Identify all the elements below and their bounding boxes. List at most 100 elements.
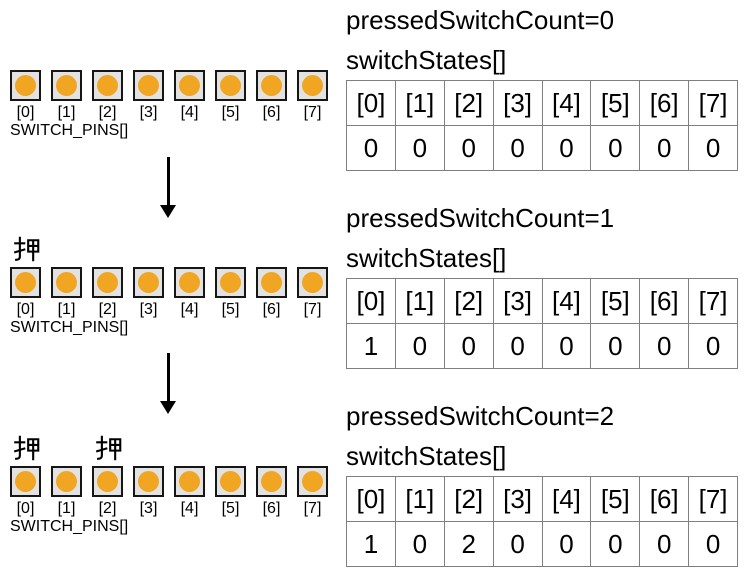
switch-led-icon bbox=[56, 272, 77, 293]
down-arrow-icon bbox=[153, 157, 183, 218]
switch-led-icon bbox=[179, 75, 200, 96]
switch-index-label: [1] bbox=[57, 301, 76, 318]
switch-button bbox=[215, 267, 246, 298]
table-value-cell: 0 bbox=[394, 521, 445, 567]
table-header-cell: [5] bbox=[590, 278, 641, 324]
switch-pins-label: SWITCH_PINS[] bbox=[10, 122, 129, 139]
pressed-switch-count-label: pressedSwitchCount=2 bbox=[346, 401, 615, 431]
table-value-cell: 1 bbox=[346, 521, 396, 567]
table-value-cell: 0 bbox=[688, 521, 738, 567]
switch-button bbox=[133, 267, 164, 298]
switch-button bbox=[174, 267, 205, 298]
switch-button bbox=[256, 70, 287, 101]
table-value-cell: 0 bbox=[541, 323, 592, 369]
table-value-cell: 0 bbox=[443, 125, 494, 171]
table-header-row: [0][1][2][3][4][5][6][7] bbox=[346, 278, 738, 324]
pressed-switch-count-label: pressedSwitchCount=0 bbox=[346, 5, 615, 35]
table-header-cell: [1] bbox=[394, 80, 445, 126]
state-panel-stage-2: pressedSwitchCount=1 switchStates[] [0][… bbox=[346, 204, 740, 369]
switch-button bbox=[92, 466, 123, 497]
switch-led-icon bbox=[97, 471, 118, 492]
switch-index-label: [6] bbox=[262, 301, 281, 318]
table-header-cell: [2] bbox=[443, 278, 494, 324]
press-row bbox=[10, 234, 340, 266]
switch-index-label: [5] bbox=[221, 301, 240, 318]
table-header-cell: [4] bbox=[541, 476, 592, 522]
switch-index-label: [5] bbox=[221, 104, 240, 121]
down-arrow-icon bbox=[153, 353, 183, 414]
table-value-cell: 0 bbox=[443, 323, 494, 369]
switch-led-icon bbox=[220, 75, 241, 96]
table-value-cell: 0 bbox=[590, 521, 641, 567]
table-value-cell: 0 bbox=[346, 125, 396, 171]
table-header-row: [0][1][2][3][4][5][6][7] bbox=[346, 476, 738, 522]
switch-led-icon bbox=[302, 471, 323, 492]
table-value-cell: 0 bbox=[688, 323, 738, 369]
table-header-cell: [7] bbox=[688, 278, 738, 324]
switch-index-label: [4] bbox=[180, 500, 199, 517]
switch-index-label: [1] bbox=[57, 500, 76, 517]
switch-index-label: [4] bbox=[180, 301, 199, 318]
switch-states-title: switchStates[] bbox=[346, 243, 507, 273]
switch-button bbox=[133, 466, 164, 497]
switch-led-icon bbox=[302, 272, 323, 293]
table-header-cell: [7] bbox=[688, 80, 738, 126]
table-header-cell: [2] bbox=[443, 476, 494, 522]
table-header-cell: [6] bbox=[639, 80, 690, 126]
state-panel-stage-3: pressedSwitchCount=2 switchStates[] [0][… bbox=[346, 402, 740, 567]
index-label-row: [0][1][2][3][4][5][6][7] bbox=[10, 105, 340, 121]
table-header-cell: [4] bbox=[541, 278, 592, 324]
switch-button bbox=[215, 466, 246, 497]
switch-led-icon bbox=[220, 471, 241, 492]
table-value-cell: 0 bbox=[394, 323, 445, 369]
press-kanji-icon bbox=[95, 435, 121, 461]
table-value-cell: 0 bbox=[394, 125, 445, 171]
switch-index-label: [2] bbox=[98, 500, 117, 517]
table-header-cell: [6] bbox=[639, 476, 690, 522]
switch-button bbox=[174, 70, 205, 101]
switch-index-label: [7] bbox=[303, 301, 322, 318]
switch-led-icon bbox=[56, 75, 77, 96]
switch-index-label: [6] bbox=[262, 104, 281, 121]
switch-pins-label: SWITCH_PINS[] bbox=[10, 319, 129, 336]
table-header-cell: [1] bbox=[394, 278, 445, 324]
press-kanji-icon bbox=[13, 435, 39, 461]
press-row bbox=[10, 37, 340, 69]
table-value-cell: 0 bbox=[639, 125, 690, 171]
switch-index-label: [3] bbox=[139, 500, 158, 517]
press-indicator bbox=[92, 433, 123, 464]
table-value-cell: 0 bbox=[639, 521, 690, 567]
switch-index-label: [0] bbox=[16, 104, 35, 121]
switch-array-stage-1: [0][1][2][3][4][5][6][7] SWITCH_PINS[] bbox=[10, 70, 340, 139]
table-value-cell: 0 bbox=[541, 521, 592, 567]
switch-button bbox=[92, 267, 123, 298]
switch-button bbox=[174, 466, 205, 497]
switch-index-label: [1] bbox=[57, 104, 76, 121]
switch-led-icon bbox=[97, 75, 118, 96]
switch-led-icon bbox=[15, 272, 36, 293]
switch-button bbox=[51, 267, 82, 298]
press-indicator bbox=[10, 433, 41, 464]
press-indicator bbox=[10, 234, 41, 265]
switch-index-label: [7] bbox=[303, 500, 322, 517]
press-row bbox=[10, 433, 340, 465]
switch-led-icon bbox=[138, 471, 159, 492]
switch-index-label: [2] bbox=[98, 104, 117, 121]
switch-led-icon bbox=[15, 471, 36, 492]
table-header-cell: [3] bbox=[492, 80, 543, 126]
table-value-cell: 0 bbox=[590, 125, 641, 171]
switch-index-label: [3] bbox=[139, 301, 158, 318]
switch-button bbox=[256, 267, 287, 298]
switch-pins-label: SWITCH_PINS[] bbox=[10, 518, 129, 535]
switch-states-title: switchStates[] bbox=[346, 45, 507, 75]
switch-row bbox=[10, 267, 340, 298]
table-header-cell: [7] bbox=[688, 476, 738, 522]
table-header-cell: [0] bbox=[346, 278, 396, 324]
table-header-cell: [5] bbox=[590, 80, 641, 126]
switch-led-icon bbox=[261, 471, 282, 492]
